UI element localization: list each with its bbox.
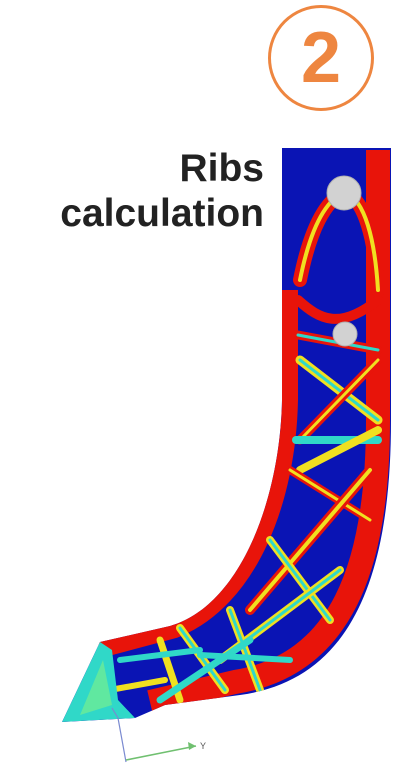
outer-stress-band: [147, 150, 390, 714]
inner-stress-band: [97, 290, 298, 658]
step-number: 2: [300, 18, 342, 98]
title-line-2: calculation: [60, 192, 264, 235]
ribs: [107, 184, 385, 704]
lower-hole: [332, 321, 358, 347]
title-line-1: Ribs: [179, 147, 264, 190]
part-shape: [62, 148, 391, 722]
upper-hole: [326, 175, 362, 211]
section-title: Ribs calculation: [60, 146, 264, 236]
axis-triad: [111, 707, 197, 763]
axis-label-y: Y: [200, 741, 206, 751]
step-badge: 2: [268, 5, 374, 111]
